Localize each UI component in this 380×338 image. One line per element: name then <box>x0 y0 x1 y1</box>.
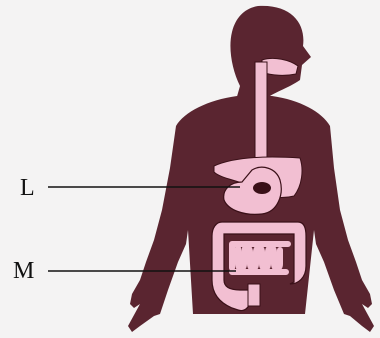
stomach-dark-fold <box>253 182 271 194</box>
esophagus <box>255 62 267 162</box>
rectum <box>248 284 260 306</box>
label-l: L <box>20 176 35 200</box>
small-intestine <box>232 244 288 272</box>
head-silhouette <box>230 6 311 100</box>
label-m: M <box>13 259 34 283</box>
